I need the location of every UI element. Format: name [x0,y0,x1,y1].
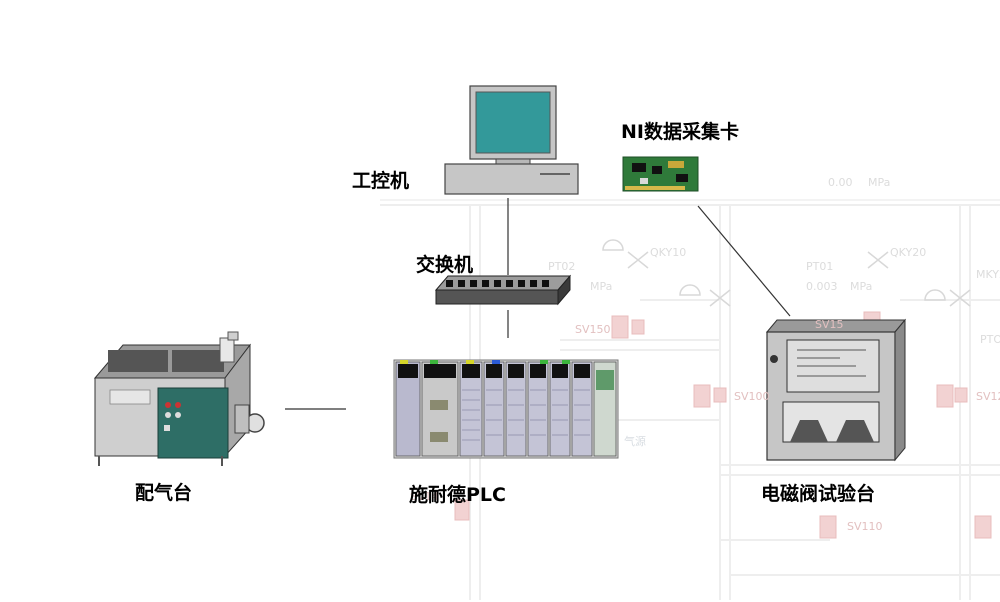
pc-case [444,163,579,195]
svg-text:QKY20: QKY20 [890,246,926,259]
gas-panel [93,331,265,466]
label-test-bench: 电磁阀试验台 [761,482,875,505]
label-gas-panel: 配气台 [135,481,192,504]
svg-text:PTO: PTO [980,333,1000,346]
daq-card [622,156,699,192]
svg-text:SV15: SV15 [815,318,844,331]
svg-text:SV150: SV150 [575,323,611,336]
label-ipc: 工控机 [352,169,409,192]
svg-text:SV14: SV14 [410,490,439,503]
label-switch: 交换机 [416,253,473,276]
svg-text:QKY10: QKY10 [650,246,686,259]
plc-rack [393,359,619,459]
svg-text:0.003: 0.003 [806,280,838,293]
label-plc: 施耐德PLC [409,483,506,506]
svg-text:MPa: MPa [850,280,872,293]
gas-panel-cabinet [157,387,229,459]
test-bench [765,318,907,462]
svg-text:SV100: SV100 [734,390,770,403]
network-switch [434,274,572,306]
background-labels: PT02 PT01 PTO QKY10 QKY20 MKY2 SV150 SV1… [410,176,1000,533]
svg-text:MKY2: MKY2 [976,268,1000,281]
svg-text:MPa: MPa [590,280,612,293]
pc-monitor-screen [475,91,551,154]
svg-text:0.00: 0.00 [828,176,853,189]
industrial-pc [444,85,579,195]
svg-text:SV12: SV12 [976,390,1000,403]
device-labels: 工控机 NI数据采集卡 交换机 配气台 施耐德PLC 电磁阀试验台 [135,120,875,506]
connection-lines [285,198,791,410]
svg-text:MPa: MPa [868,176,890,189]
background-valves [602,239,971,307]
svg-text:PT02: PT02 [548,260,575,273]
label-daq: NI数据采集卡 [621,120,739,143]
svg-text:气源: 气源 [624,434,646,448]
svg-text:PT01: PT01 [806,260,833,273]
svg-text:SV110: SV110 [847,520,883,533]
